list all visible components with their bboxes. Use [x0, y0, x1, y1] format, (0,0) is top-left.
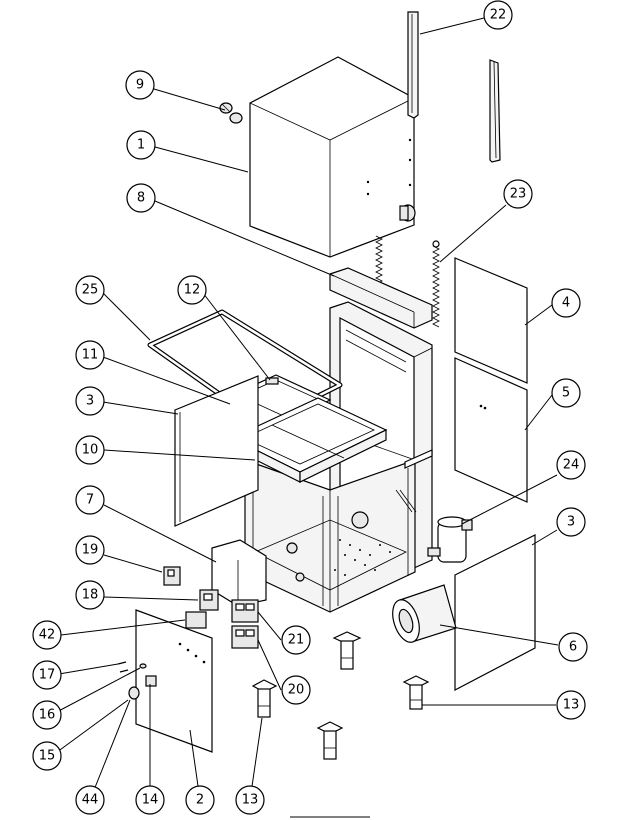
callout-24: 24: [556, 450, 586, 480]
svg-text:9: 9: [136, 78, 144, 93]
callout-18: 18: [75, 580, 105, 610]
callout-19: 19: [75, 535, 105, 565]
svg-text:20: 20: [288, 683, 305, 698]
svg-text:6: 6: [569, 640, 577, 655]
callout-16: 16: [32, 700, 62, 730]
callout-2: 2: [185, 785, 215, 815]
part-spring: [375, 235, 440, 328]
callout-17: 17: [32, 660, 62, 690]
callout-21: 21: [281, 625, 311, 655]
part-foot: [251, 679, 278, 718]
callout-6: 6: [558, 632, 588, 662]
callout-3-left: 3: [75, 386, 105, 416]
callout-23: 23: [503, 179, 533, 209]
leader-lines: [52, 17, 559, 801]
svg-text:4: 4: [562, 296, 570, 311]
svg-text:19: 19: [82, 543, 99, 558]
svg-text:13: 13: [563, 698, 580, 713]
callout-42: 42: [32, 620, 62, 650]
callout-11: 11: [75, 340, 105, 370]
part-rail: [407, 11, 501, 163]
part-component-20: [231, 625, 259, 649]
svg-text:8: 8: [137, 191, 145, 206]
svg-text:21: 21: [288, 633, 305, 648]
part-component-42: [185, 611, 207, 629]
part-foot: [316, 721, 344, 760]
svg-text:17: 17: [39, 668, 56, 683]
svg-text:10: 10: [82, 443, 99, 458]
svg-text:23: 23: [510, 187, 527, 202]
part-small-screws: [117, 661, 157, 700]
svg-text:16: 16: [39, 708, 56, 723]
svg-text:42: 42: [39, 628, 56, 643]
svg-text:44: 44: [82, 793, 99, 808]
callout-4: 4: [551, 288, 581, 318]
callout-7: 7: [75, 485, 105, 515]
part-fitting-pair: [219, 102, 243, 124]
part-front-panel: [135, 609, 213, 753]
callout-1: 1: [126, 130, 156, 160]
callout-13-right: 13: [556, 690, 586, 720]
part-pump: [427, 516, 473, 563]
callout-8: 8: [126, 183, 156, 213]
part-left-panel: [174, 375, 259, 527]
part-right-panel: [454, 534, 536, 691]
part-side-panel-upper: [454, 257, 528, 384]
callout-25: 25: [75, 275, 105, 305]
svg-text:14: 14: [142, 793, 159, 808]
part-hood-box: [249, 56, 416, 258]
part-foot: [402, 675, 430, 710]
callout-3-right: 3: [556, 507, 586, 537]
svg-text:1: 1: [137, 138, 145, 153]
svg-text:3: 3: [567, 515, 575, 530]
svg-text:7: 7: [86, 493, 94, 508]
svg-text:25: 25: [82, 283, 99, 298]
part-component-19: [163, 566, 181, 586]
callout-9: 9: [125, 70, 155, 100]
callout-15: 15: [32, 741, 62, 771]
callout-5: 5: [551, 378, 581, 408]
callout-10: 10: [75, 435, 105, 465]
callout-22: 22: [483, 0, 513, 30]
svg-text:2: 2: [196, 793, 204, 808]
svg-text:3: 3: [86, 394, 94, 409]
part-cylinder: [392, 584, 457, 643]
svg-text:11: 11: [82, 348, 99, 363]
svg-text:13: 13: [242, 793, 259, 808]
callout-44: 44: [75, 785, 105, 815]
part-top-bracket: [329, 267, 433, 329]
part-side-panel-lower: [454, 357, 528, 503]
callout-20: 20: [281, 675, 311, 705]
svg-text:5: 5: [562, 386, 570, 401]
svg-text:12: 12: [184, 283, 201, 298]
svg-text:18: 18: [82, 588, 99, 603]
part-foot: [332, 631, 362, 670]
callout-12: 12: [177, 275, 207, 305]
svg-text:15: 15: [39, 749, 56, 764]
svg-text:24: 24: [563, 458, 580, 473]
svg-text:22: 22: [490, 8, 507, 23]
callout-14: 14: [135, 785, 165, 815]
callout-13-bottom: 13: [235, 785, 265, 815]
part-component-18: [199, 589, 219, 611]
part-component-21: [231, 599, 259, 623]
